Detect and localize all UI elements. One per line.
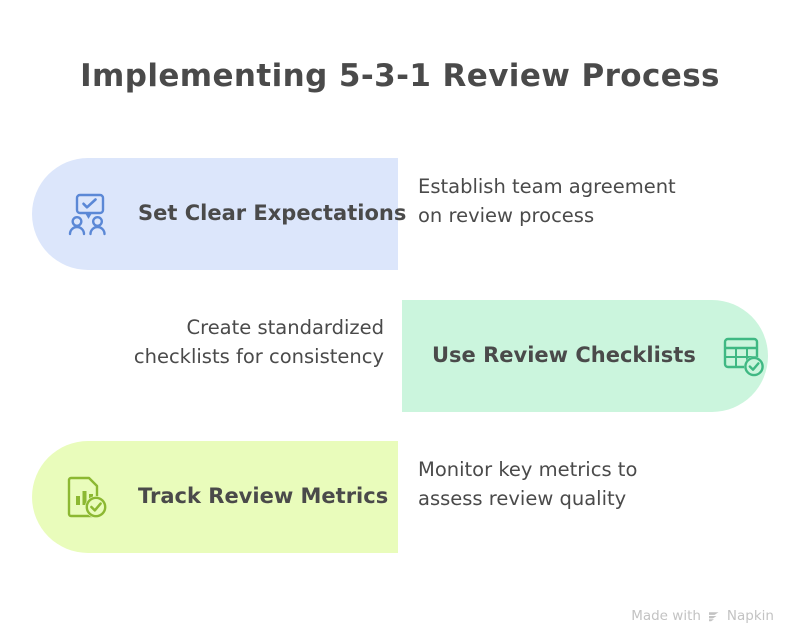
- made-with-napkin-footer[interactable]: Made with Napkin: [631, 608, 774, 624]
- step-description-3: Monitor key metrics to assess review qua…: [418, 458, 638, 510]
- footer-brand-label: Napkin: [726, 608, 774, 624]
- process-step-row-2: Use Review Checklists: [0, 300, 800, 412]
- step-description-2: Create standardized checklists for consi…: [133, 316, 384, 368]
- table-checklist-check-icon: [718, 330, 770, 382]
- step-label: Track Review Metrics: [138, 484, 389, 509]
- page-title: Implementing 5-3-1 Review Process: [80, 58, 720, 94]
- footer-made-with-label: Made with: [631, 608, 701, 624]
- step-label: Set Clear Expectations: [138, 201, 407, 226]
- step-pill-use-review-checklists[interactable]: Use Review Checklists: [402, 300, 768, 412]
- speech-bubble-check-people-icon: [62, 188, 114, 240]
- document-bar-chart-check-icon: [62, 471, 114, 523]
- napkin-logo-icon: [707, 609, 721, 623]
- step-description-1: Establish team agreement on review proce…: [418, 175, 676, 227]
- step-pill-track-review-metrics[interactable]: Track Review Metrics: [32, 441, 398, 553]
- step-pill-set-clear-expectations[interactable]: Set Clear Expectations: [32, 158, 406, 270]
- process-step-row-1: Set Clear Expectations: [0, 158, 800, 270]
- process-step-row-3: Track Review Metrics: [0, 441, 800, 553]
- step-label: Use Review Checklists: [432, 343, 696, 368]
